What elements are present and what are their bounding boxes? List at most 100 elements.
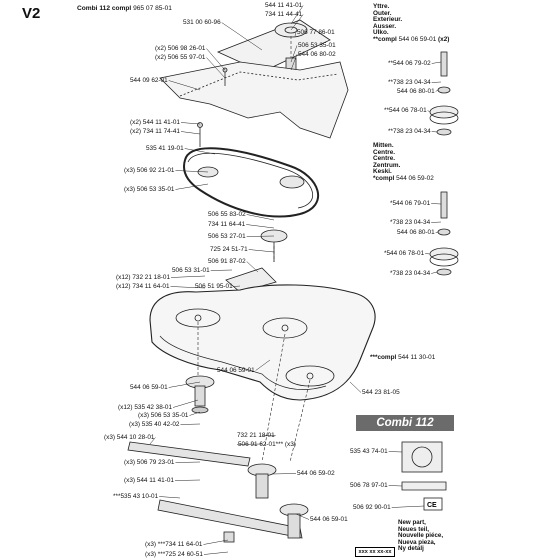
belt-pulley-right bbox=[279, 175, 305, 189]
part-label: 544 23 81-05 bbox=[362, 389, 400, 396]
center-spindle-heading: Mitten. Centre. Centre. Zentrum. Keski. … bbox=[373, 142, 434, 182]
leader-line bbox=[180, 423, 201, 425]
leader-line bbox=[149, 437, 156, 445]
model-name: Combi 112 bbox=[77, 5, 110, 12]
leader-line bbox=[435, 89, 439, 92]
model-header: Combi 112 compl 965 07 85-01 bbox=[77, 5, 172, 12]
part-label: (x3) 506 79 23-01 bbox=[124, 459, 175, 466]
part-label: (x12) 732 21 18-01 bbox=[116, 274, 171, 281]
leader-line bbox=[431, 203, 442, 205]
leader-line bbox=[294, 32, 297, 37]
leader-line bbox=[210, 269, 233, 271]
leader-line bbox=[236, 443, 263, 445]
deck-spindle-hole-center bbox=[262, 317, 308, 339]
leader-line bbox=[174, 479, 201, 481]
part-label: (x3) 506 53 35-01 bbox=[124, 186, 175, 193]
part-label: (x3) ***725 24 60-51 bbox=[145, 551, 203, 558]
part-label: (x3) 544 11 41-01 bbox=[124, 477, 174, 484]
leader-line bbox=[189, 411, 201, 416]
mower-deck bbox=[149, 284, 376, 401]
leader-line bbox=[349, 381, 362, 393]
part-label: (x3) ***734 11 64-01 bbox=[145, 541, 203, 548]
leader-line bbox=[175, 461, 201, 463]
leader-line bbox=[246, 214, 275, 221]
center-spindle-kit bbox=[429, 191, 459, 276]
brand-decal: Combi 112 bbox=[356, 415, 454, 431]
part-label: *544 06 79-01 bbox=[390, 200, 431, 207]
leader-line bbox=[427, 110, 431, 113]
leader-line bbox=[246, 261, 259, 273]
deck-compl-label: ***compl 544 11 30-01 bbox=[370, 354, 436, 361]
cover-plate bbox=[159, 61, 349, 139]
deck-spindle-hole-right bbox=[285, 365, 335, 387]
part-label: 544 09 62-01 bbox=[130, 77, 168, 84]
leader-line bbox=[203, 551, 229, 555]
leader-line bbox=[171, 275, 206, 278]
leader-line bbox=[425, 253, 431, 255]
leader-line bbox=[431, 221, 442, 223]
part-label: 544 06 59-01 bbox=[310, 516, 348, 523]
leader-line bbox=[290, 5, 304, 25]
part-label: 544 06 80-01 bbox=[397, 229, 435, 236]
part-label: 535 41 19-01 bbox=[146, 145, 184, 152]
ce-decal bbox=[423, 497, 443, 511]
part-label: 506 92 90-01 bbox=[353, 504, 391, 511]
leader-line bbox=[388, 485, 403, 487]
part-label: (x3) 506 53 35-01 bbox=[138, 412, 189, 419]
leader-line bbox=[248, 249, 275, 253]
leader-line bbox=[431, 81, 442, 83]
part-label: 734 11 44-41 bbox=[265, 11, 303, 18]
warning-decal bbox=[401, 441, 443, 473]
part-label: 544 11 41-01 bbox=[265, 2, 303, 9]
part-label: **738 23 04-34 bbox=[388, 79, 431, 86]
part-label: 544 06 59-01 bbox=[217, 367, 255, 374]
part-label: **738 23 04-34 bbox=[388, 128, 431, 135]
leader-line bbox=[431, 61, 442, 64]
leader-line bbox=[206, 48, 226, 71]
part-label: 531 00 60-96 bbox=[183, 19, 221, 26]
leader-line bbox=[180, 122, 201, 125]
leader-line bbox=[431, 271, 438, 274]
leader-line bbox=[290, 54, 298, 71]
part-label: 544 06 59-01 bbox=[130, 384, 168, 391]
section-title: V2 bbox=[22, 5, 41, 22]
new-part-legend: New part, Neues teil, Nouvelle piéce, Nu… bbox=[398, 519, 444, 553]
leader-line bbox=[388, 451, 403, 453]
compl-part-number: 965 07 85-01 bbox=[133, 5, 172, 12]
leader-line bbox=[184, 148, 216, 155]
part-label: 506 77 86-01 bbox=[297, 29, 335, 36]
part-label: 506 91 62-01*** (x3) bbox=[238, 441, 296, 448]
part-label: 506 78 97-01 bbox=[350, 482, 388, 489]
part-label: 506 53 35-01 bbox=[298, 42, 336, 49]
part-label: (x12) 535 42 38-01 bbox=[118, 404, 173, 411]
leader-line bbox=[261, 435, 276, 437]
drive-belt bbox=[182, 147, 320, 218]
part-label: *738 23 04-34 bbox=[390, 219, 431, 226]
leader-line bbox=[290, 14, 304, 31]
leader-line bbox=[180, 131, 201, 135]
height-decal bbox=[401, 481, 447, 491]
part-label: 544 06 80-01 bbox=[397, 88, 435, 95]
part-label: 506 53 27-01 bbox=[208, 233, 246, 240]
leader-line bbox=[221, 22, 263, 51]
part-label: 732 21 18-01 bbox=[237, 432, 275, 439]
part-label: *738 23 04-34 bbox=[390, 270, 431, 277]
part-label: (x3) 535 40 42-02 bbox=[129, 421, 180, 428]
leader-line bbox=[435, 231, 439, 233]
part-label: 544 06 80-02 bbox=[298, 51, 336, 58]
part-label: **544 06 79-02 bbox=[388, 60, 431, 67]
leader-line bbox=[391, 505, 425, 508]
leader-line bbox=[295, 513, 310, 520]
part-label: ***535 43 10-01 bbox=[113, 493, 159, 500]
part-label: (x2) 734 11 74-41 bbox=[130, 128, 180, 135]
part-label: 506 53 31-01 bbox=[172, 267, 210, 274]
compl-label: compl bbox=[111, 5, 132, 12]
part-label: 734 11 64-41 bbox=[208, 221, 246, 228]
part-label: (x2) 506 55 97-01 bbox=[155, 54, 206, 61]
part-label: *544 06 78-01 bbox=[384, 250, 425, 257]
new-part-code-box: xxx xx xx-xx bbox=[355, 547, 395, 557]
part-label: (x2) 506 98 26-01 bbox=[155, 45, 206, 52]
part-label: (x3) 506 92 21-01 bbox=[124, 167, 175, 174]
